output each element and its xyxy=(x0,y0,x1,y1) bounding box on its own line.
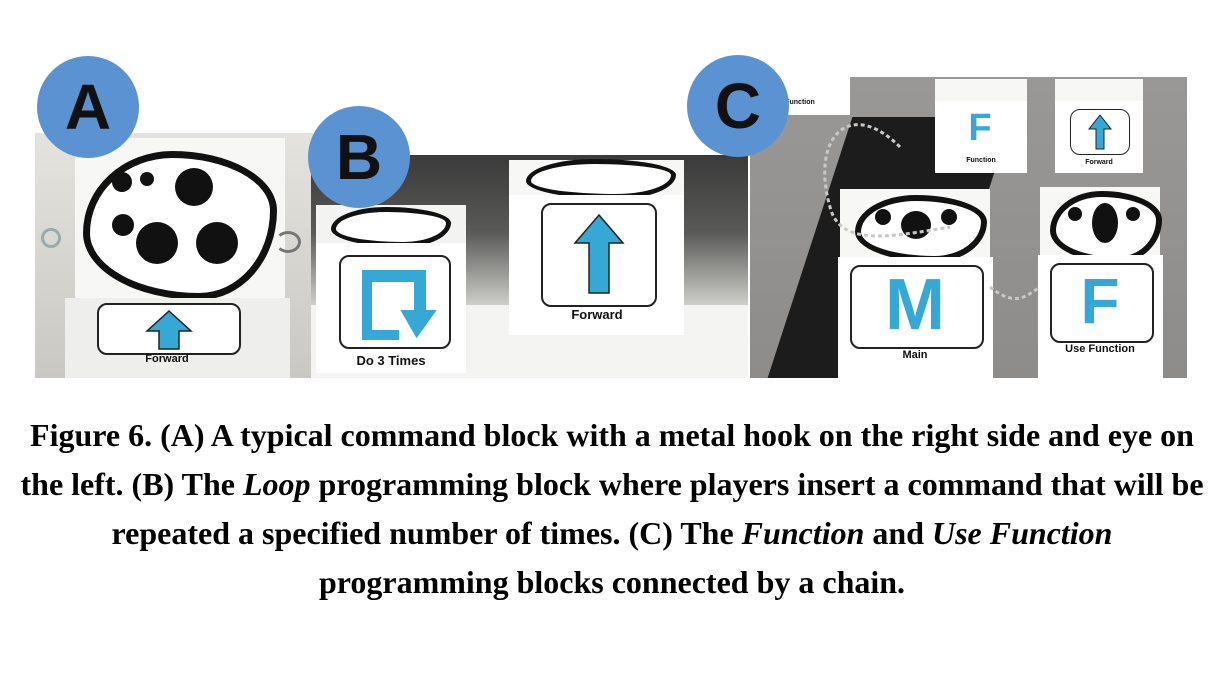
block-label: Function xyxy=(966,157,996,164)
caption-use-function: Use Function xyxy=(931,515,1113,551)
letter-m: M xyxy=(885,265,945,345)
forward-icon-box xyxy=(541,203,657,307)
caption-text: programming block where players insert a… xyxy=(111,466,1204,551)
block-label: Forward xyxy=(1085,159,1113,166)
panel-a-photo: Forward xyxy=(35,133,313,378)
caption-text: programming blocks connected by a chain. xyxy=(318,564,906,600)
arrow-up-icon xyxy=(1087,114,1113,150)
caption-function: Function xyxy=(741,515,865,551)
letter-f: F xyxy=(1080,265,1120,337)
loop-icon-box xyxy=(339,255,451,349)
forward-icon-box xyxy=(97,303,241,355)
main-icon-box xyxy=(850,265,984,349)
caption-text: and xyxy=(864,515,932,551)
fiducial-marker xyxy=(83,151,277,300)
use-function-icon-box xyxy=(1050,263,1154,343)
metal-hook xyxy=(275,231,301,253)
arrow-up-icon xyxy=(145,309,193,350)
block-label: Function xyxy=(785,99,815,106)
forward-icon-box xyxy=(1070,109,1130,155)
block-label: Use Function xyxy=(1065,343,1135,355)
figure-caption: Figure 6. (A) A typical command block wi… xyxy=(20,411,1204,607)
caption-text: Figure 6. (A) A typical command block wi… xyxy=(20,417,1194,502)
fiducial-marker xyxy=(331,207,451,247)
block-label: Do 3 Times xyxy=(356,353,426,368)
function-block-top xyxy=(935,79,1027,103)
block-label: Forward xyxy=(571,307,623,322)
metal-eye xyxy=(41,228,61,248)
loop-icon xyxy=(362,270,437,340)
panel-badge-b: B xyxy=(308,106,410,208)
caption-loop: Loop xyxy=(242,466,311,502)
panel-badge-a: A xyxy=(37,56,139,158)
block-label: Forward xyxy=(145,353,189,365)
letter-f: F xyxy=(968,107,992,149)
panel-c-photo: Function F Function Forward M Main F Use… xyxy=(750,77,1187,378)
function-block-front xyxy=(935,101,1027,173)
arrow-up-icon xyxy=(573,213,625,294)
fiducial-marker xyxy=(526,159,676,199)
panel-b-photo: Do 3 Times Forward xyxy=(311,155,748,378)
metal-chain xyxy=(823,123,1041,301)
panel-badge-c: C xyxy=(687,55,789,157)
forward-block-top xyxy=(1055,79,1143,103)
block-label: Main xyxy=(902,349,928,361)
